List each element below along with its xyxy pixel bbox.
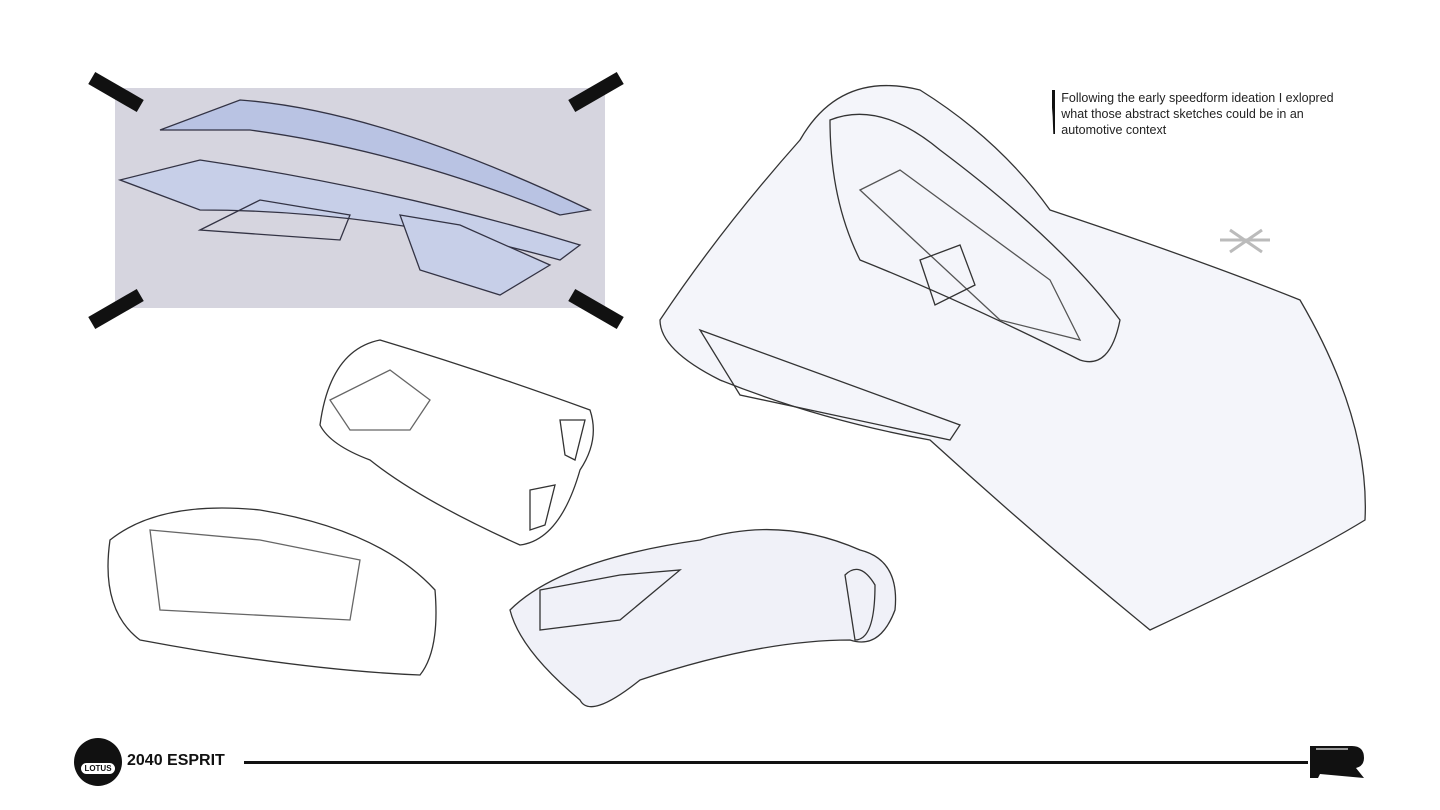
car-sketch-perspective-small <box>509 528 897 708</box>
caption-block: Following the early speedform ideation I… <box>1052 90 1352 138</box>
footer-divider <box>244 761 1308 764</box>
quote-bar-icon <box>1052 90 1056 134</box>
speedform-sketch <box>117 99 593 296</box>
car-sketch-large <box>659 84 1366 631</box>
caption-text: Following the early speedform ideation I… <box>1061 91 1334 137</box>
r-brand-mark-icon <box>1310 746 1364 778</box>
car-sketch-top-view <box>319 339 594 546</box>
car-sketch-side-view <box>107 507 437 676</box>
lotus-logo: LOTUS <box>74 738 122 786</box>
logo-text: LOTUS <box>81 763 115 774</box>
project-title: 2040 ESPRIT <box>127 752 225 769</box>
